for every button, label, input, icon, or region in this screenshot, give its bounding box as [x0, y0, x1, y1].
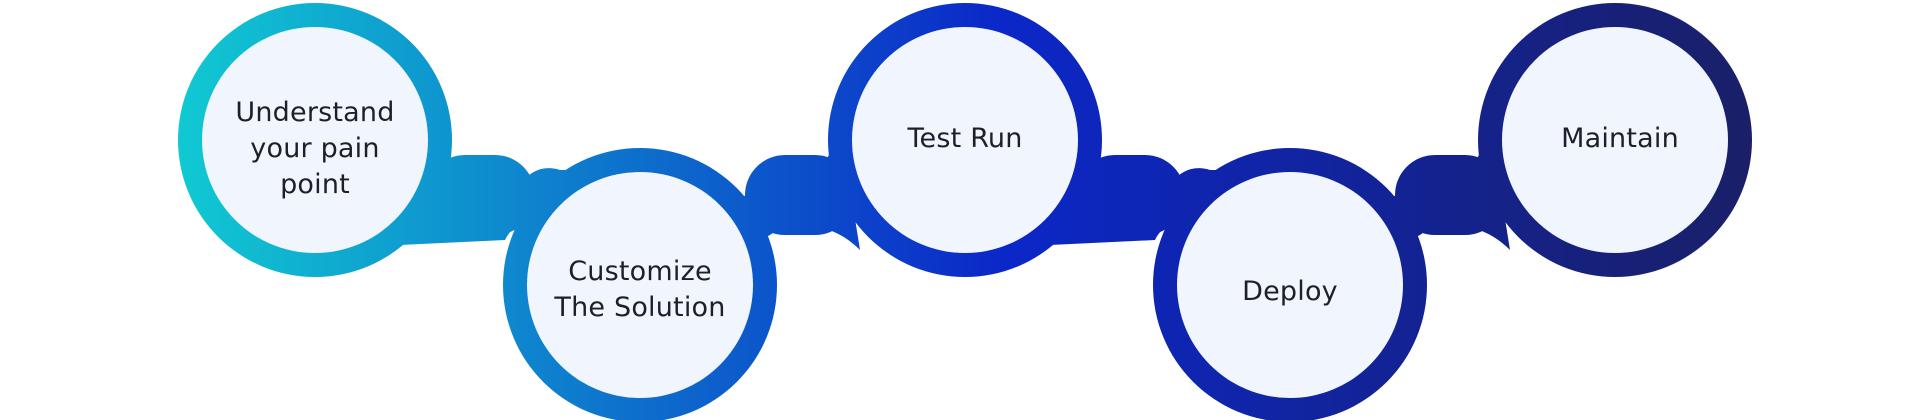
step-5-disc	[1502, 27, 1728, 253]
connector-bridges	[425, 155, 1505, 235]
bridge-1-2	[425, 155, 535, 235]
step-4-disc	[1177, 172, 1403, 398]
bridge-2-3	[745, 155, 855, 235]
step-1-label: Understand your pain point	[235, 97, 395, 200]
step-2-disc	[527, 172, 753, 398]
step-3-disc	[852, 27, 1078, 253]
bridge-4-5	[1395, 155, 1505, 235]
step-5-label: Maintain	[1561, 123, 1679, 154]
bridge-3-4	[1075, 155, 1185, 235]
step-4-label: Deploy	[1242, 276, 1338, 307]
step-1-disc	[202, 27, 428, 253]
step-2-label: Customize The Solution	[554, 256, 726, 323]
step-discs	[202, 27, 1728, 398]
step-3-label: Test Run	[907, 123, 1023, 154]
